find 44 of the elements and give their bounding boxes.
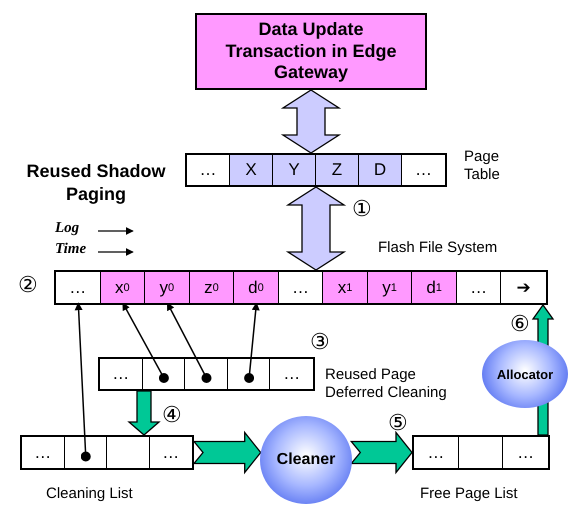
pointer-arrow [122, 302, 169, 383]
step-number: ⑤ [388, 412, 408, 434]
cell-strip [412, 435, 550, 470]
step-number: ⑥ [510, 313, 530, 335]
step-number: ② [18, 274, 38, 296]
block-arrow [350, 430, 413, 474]
block-arrow [192, 430, 262, 474]
axis-label: Time [55, 241, 86, 258]
table-cell: Y [273, 155, 316, 185]
node-caption: Flash File System [378, 239, 498, 257]
table-cell: … [456, 272, 502, 303]
process-ellipse: Cleaner [260, 416, 352, 504]
pointer-arrow [244, 302, 260, 383]
pointer-arrow [74, 302, 91, 462]
node-caption: Page Table [464, 148, 501, 184]
cell-strip [20, 435, 194, 470]
table-cell: … [414, 437, 459, 468]
step-number: ① [352, 198, 372, 220]
node-caption: Free Page List [420, 485, 519, 503]
axis-label: Log [55, 220, 80, 237]
table-cell: X [230, 155, 273, 185]
cell-strip [185, 153, 447, 187]
process-box: Data Update Transaction in Edge Gateway [195, 13, 427, 90]
table-cell: … [150, 437, 192, 468]
step-number: ③ [310, 331, 330, 353]
block-arrow [286, 186, 346, 271]
block-arrow [127, 390, 161, 436]
step-number: ④ [162, 404, 182, 426]
table-cell: … [270, 359, 313, 389]
node-caption: Cleaning List [46, 485, 134, 503]
section-heading: Reused Shadow Paging [25, 160, 167, 205]
cell-strip [98, 357, 315, 391]
table-cell: D [359, 155, 402, 185]
table-cell: … [22, 437, 64, 468]
table-cell: ➔ [501, 272, 546, 303]
process-ellipse: Allocator [482, 340, 568, 408]
block-arrow [280, 89, 342, 154]
table-cell: … [402, 155, 445, 185]
cell-strip [54, 270, 548, 305]
table-cell: Z [316, 155, 359, 185]
node-caption: Reused Page Deferred Cleaning [325, 366, 448, 402]
pointer-arrow [166, 302, 212, 383]
table-cell: … [100, 359, 143, 389]
table-cell: … [503, 437, 548, 468]
